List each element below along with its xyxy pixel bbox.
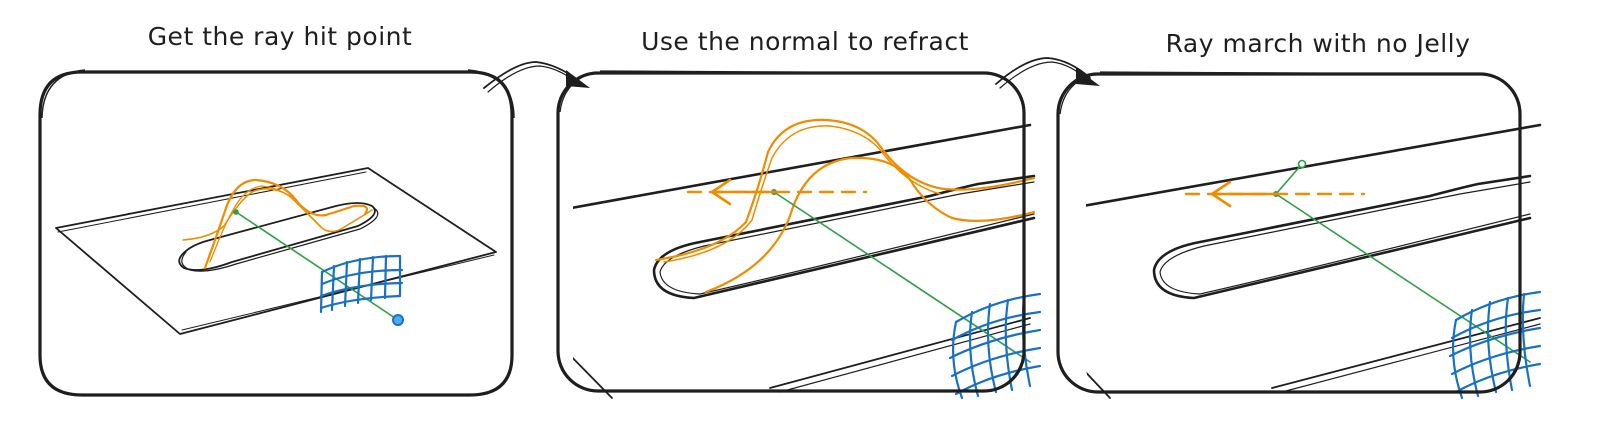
- panel-1-caption: Get the ray hit point: [148, 22, 413, 51]
- panel-2-floor-corner: [573, 344, 613, 399]
- panel-1-jelly-blob-3: [209, 185, 301, 263]
- panel-1-floor-plane-sketch: [57, 171, 495, 331]
- connector-arrow-2-head: [1076, 68, 1100, 86]
- panel-3: [1056, 71, 1542, 400]
- panel-2-frame-sketch: [559, 70, 981, 113]
- panel-3-floor-edge-bottom: [1271, 317, 1541, 389]
- panel-1-jelly-blob: [203, 178, 369, 270]
- panel-2-jelly-blob-2: [654, 118, 1036, 262]
- panel-3-normal-tip: [1297, 159, 1307, 169]
- panel-1: [38, 69, 515, 397]
- panel-3-capsule-sketch: [1159, 181, 1531, 295]
- panel-1-frame-sketch: [41, 69, 515, 119]
- panel-3-normal: [1275, 163, 1303, 195]
- curved-arrow-icon: [483, 61, 579, 89]
- curved-arrow-icon: [995, 57, 1091, 85]
- panel-1-ray: [235, 211, 399, 321]
- panel-1-hit-point: [233, 209, 239, 215]
- panel-2-frame: [556, 71, 1026, 393]
- panel-1-floor-plane: [55, 167, 497, 335]
- panel-1-capsule-sketch: [181, 207, 379, 272]
- connector-arrow-1: [483, 61, 590, 93]
- panel-1-capsule: [178, 202, 376, 271]
- panel-3-floor-edge-bottom-2: [1281, 323, 1541, 393]
- panel-1-frame: [38, 70, 514, 397]
- panel-2-capsule: [652, 174, 1036, 300]
- left-arrow-icon: [1210, 180, 1278, 208]
- panel-3-frame-sketch: [1059, 71, 1479, 115]
- panel-1-mesh: [319, 254, 404, 314]
- panel-2-jelly-blob-3: [663, 125, 941, 263]
- left-arrow-icon: [710, 178, 776, 206]
- panel-3-ray: [1275, 193, 1531, 363]
- panel-3-mesh: [1448, 290, 1542, 400]
- panel-2-caption: Use the normal to refract: [641, 27, 969, 56]
- panel-2-floor-edge: [573, 123, 1032, 212]
- panel-1-camera-point: [392, 314, 404, 326]
- panel-2: [556, 70, 1041, 400]
- panel-2-jelly-blob: [704, 156, 1036, 294]
- panel-2-floor-edge-bottom: [769, 317, 1031, 389]
- panel-3-frame: [1056, 72, 1522, 394]
- panel-2-mesh: [948, 292, 1041, 400]
- panel-3-caption: Ray march with no Jelly: [1166, 29, 1471, 58]
- panel-3-floor-corner: [1086, 344, 1111, 399]
- connector-arrow-2: [995, 57, 1100, 89]
- panel-2-ray: [773, 191, 1031, 363]
- panel-1-jelly-blob-2: [182, 188, 373, 241]
- panel-3-capsule: [1152, 174, 1532, 300]
